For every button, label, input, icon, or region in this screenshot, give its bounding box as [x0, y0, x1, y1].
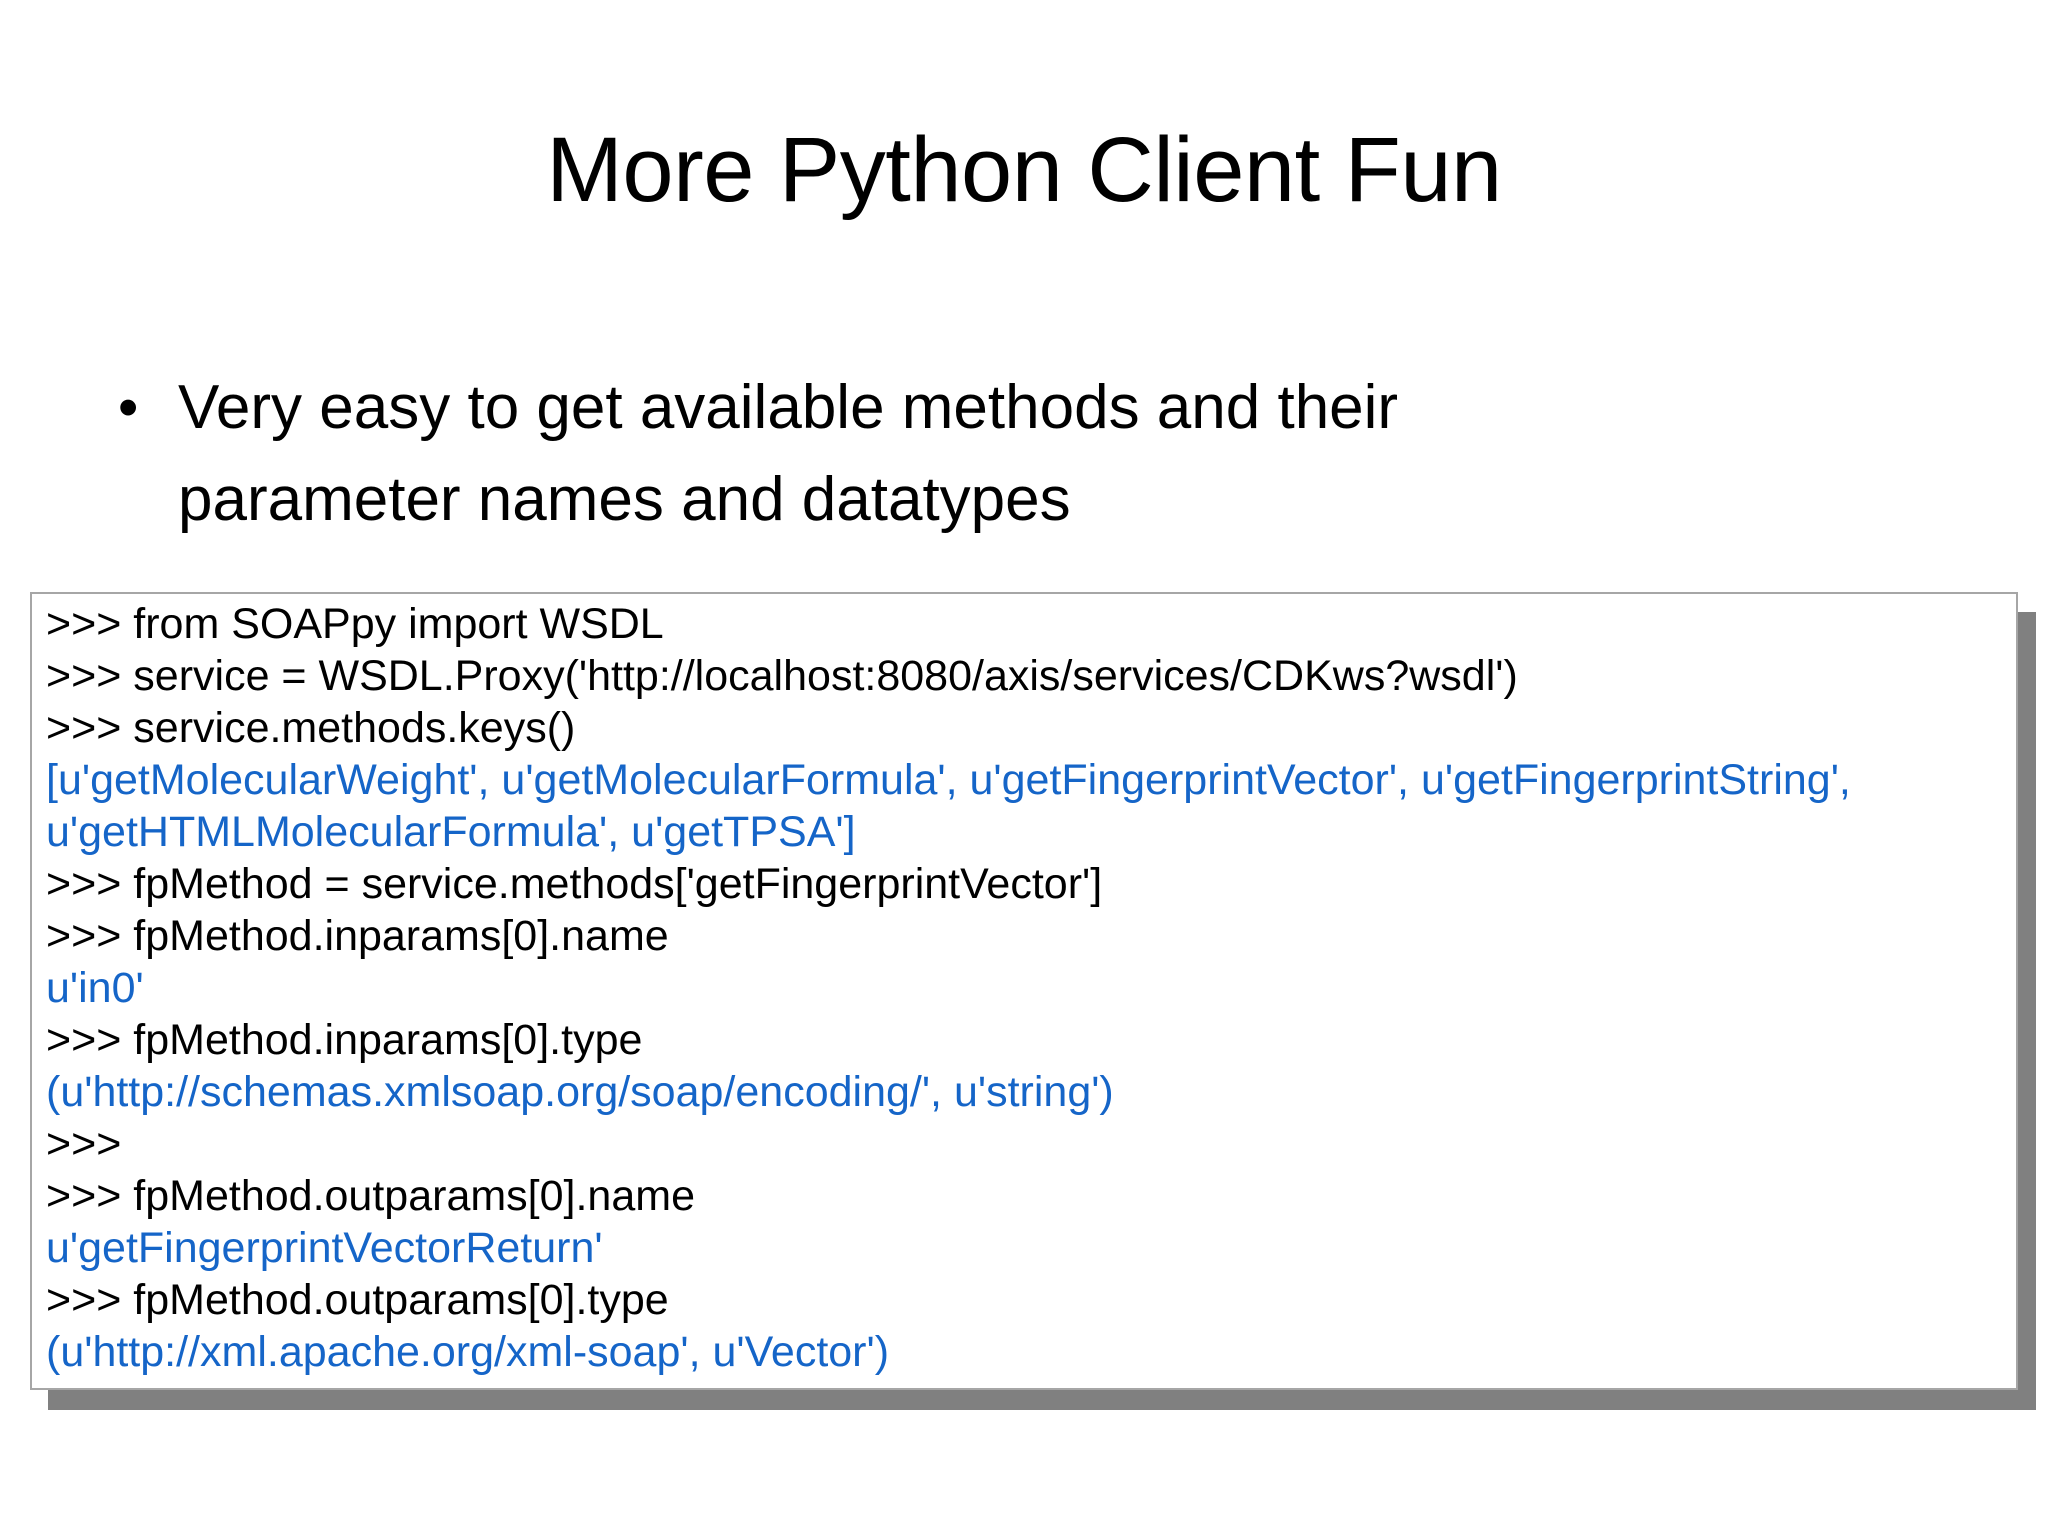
- code-prompt-line: >>> fpMethod.inparams[0].type: [46, 1016, 643, 1064]
- code-output-line: (u'http://xml.apache.org/xml-soap', u'Ve…: [46, 1328, 890, 1376]
- bullet-line: Very easy to get available methods and t…: [178, 373, 1399, 442]
- bullet-list: • Very easy to get available methods and…: [118, 362, 1938, 546]
- code-prompt-line: >>> fpMethod = service.methods['getFinge…: [46, 860, 1103, 908]
- code-prompt-line: >>> service = WSDL.Proxy('http://localho…: [46, 652, 1518, 700]
- page-title: More Python Client Fun: [546, 119, 1502, 221]
- code-output-line: [u'getMolecularWeight', u'getMolecularFo…: [46, 756, 1851, 804]
- code-block: >>> from SOAPpy import WSDL>>> service =…: [30, 592, 2018, 1390]
- code-line-list: >>> from SOAPpy import WSDL>>> service =…: [46, 598, 2012, 1378]
- code-prompt-line: >>> fpMethod.outparams[0].type: [46, 1276, 669, 1324]
- list-item: • Very easy to get available methods and…: [118, 362, 1938, 546]
- code-output-line: (u'http://schemas.xmlsoap.org/soap/encod…: [46, 1068, 1114, 1116]
- code-prompt-line: >>> fpMethod.outparams[0].name: [46, 1172, 695, 1220]
- code-output-line: u'in0': [46, 964, 144, 1012]
- bullet-line: parameter names and datatypes: [178, 465, 1071, 534]
- code-prompt-line: >>> service.methods.keys(): [46, 704, 576, 752]
- code-prompt-line: >>>: [46, 1120, 122, 1168]
- bullet-point-icon: •: [118, 375, 139, 440]
- code-block-container: >>> from SOAPpy import WSDL>>> service =…: [30, 592, 2036, 1410]
- bullet-item-label: Very easy to get available methods and t…: [178, 362, 1938, 546]
- code-output-line: u'getHTMLMolecularFormula', u'getTPSA']: [46, 808, 856, 856]
- code-output-line: u'getFingerprintVectorReturn': [46, 1224, 603, 1272]
- code-prompt-line: >>> fpMethod.inparams[0].name: [46, 912, 669, 960]
- code-prompt-line: >>> from SOAPpy import WSDL: [46, 600, 664, 648]
